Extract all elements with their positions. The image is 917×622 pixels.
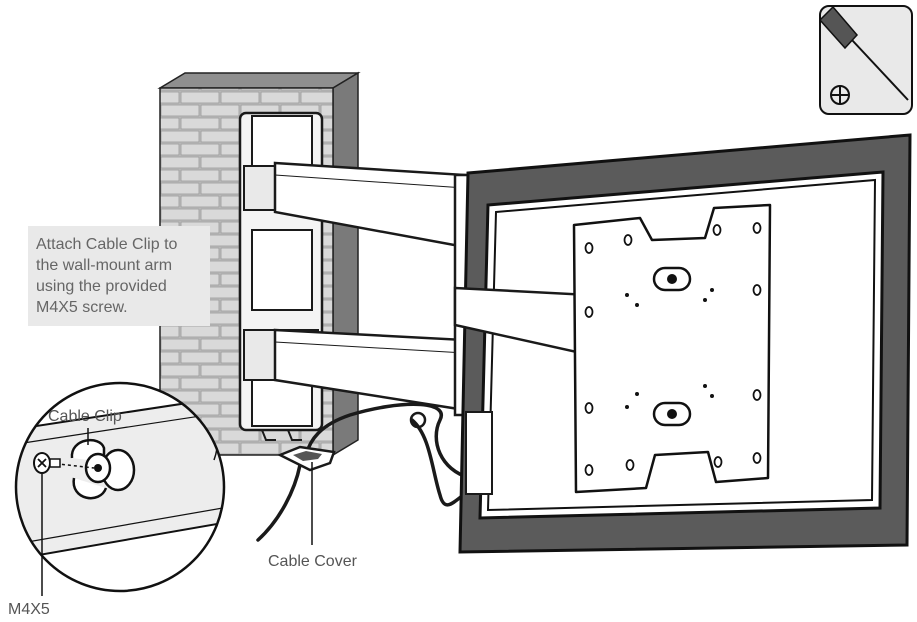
- instruction-callout: Attach Cable Clip to the wall-mount arm …: [28, 226, 210, 326]
- instruction-line: using the provided: [36, 278, 167, 295]
- detail-zoom-circle: [14, 381, 226, 593]
- tv-bracket-arm: [453, 286, 592, 495]
- cable-clip-label: Cable Clip: [48, 408, 122, 425]
- phillips-screwdriver-icon: [818, 5, 913, 115]
- instruction-line: the wall-mount arm: [36, 257, 173, 274]
- m4x5-screw: [33, 452, 95, 474]
- vesa-plate: [572, 203, 772, 494]
- screw-label: M4X5: [8, 601, 50, 618]
- cable-cover-label: Cable Cover: [268, 553, 357, 570]
- instruction-line: M4X5 screw.: [36, 299, 128, 316]
- power-cable: [256, 402, 472, 542]
- leader-lines: [41, 428, 313, 596]
- cable-cover: [261, 429, 336, 472]
- instruction-line: Attach Cable Clip to: [36, 236, 178, 253]
- cable-clip: [70, 438, 136, 500]
